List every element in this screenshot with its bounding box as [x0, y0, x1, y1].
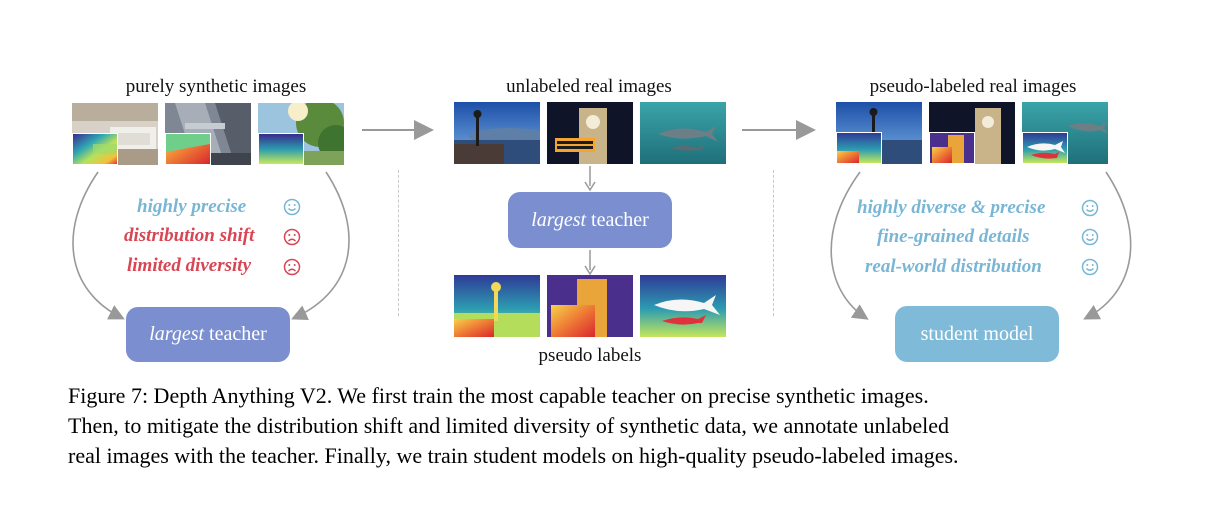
labeled-image-lake [836, 102, 922, 164]
synthetic-image-room [72, 103, 158, 165]
synthetic-image-industrial [165, 103, 251, 165]
down-arrow-to-labels [584, 250, 596, 276]
down-arrow-to-teacher [584, 166, 596, 192]
student-model-box: student model [895, 306, 1059, 362]
labeled-image-underwater [1022, 102, 1108, 164]
property-distribution-shift: distribution shift [124, 225, 255, 246]
caption-line-1: Figure 7: Depth Anything V2. We first tr… [68, 383, 929, 408]
labeled-depth-inset-clocktower [929, 132, 975, 164]
largest-teacher-box-center: largest teacher [508, 192, 672, 248]
labeled-image-clocktower [929, 102, 1015, 164]
synthetic-image-trees [258, 103, 344, 165]
curve-left-panel3 [830, 171, 869, 320]
teacher-label: teacher [591, 208, 649, 231]
smile-icon [283, 198, 301, 216]
curve-right-panel1 [291, 171, 350, 321]
curve-right-panel3 [1083, 171, 1132, 320]
pseudo-labels-caption: pseudo labels [538, 345, 642, 366]
synthetic-images-heading: purely synthetic images [125, 76, 307, 97]
property-highly-precise: highly precise [137, 196, 247, 217]
smile-icon [1081, 228, 1099, 246]
caption-line-3: real images with the teacher. Finally, w… [68, 443, 959, 468]
dashed-divider-right [773, 170, 774, 316]
synthetic-depth-inset-room [72, 133, 118, 165]
labeled-depth-inset-lake [836, 132, 882, 164]
figure-caption: Figure 7: Depth Anything V2. We first tr… [68, 381, 1148, 471]
frown-icon [283, 228, 301, 246]
frown-icon [283, 258, 301, 276]
smile-icon [1081, 199, 1099, 217]
smile-icon [1081, 258, 1099, 276]
student-model-label: student model [920, 322, 1034, 345]
pseudo-label-lake [454, 275, 540, 337]
real-image-clocktower [547, 102, 633, 164]
property-fine-grained-details: fine-grained details [877, 226, 1030, 247]
caption-line-2: Then, to mitigate the distribution shift… [68, 413, 950, 438]
labeled-depth-inset-underwater [1022, 132, 1068, 164]
synthetic-depth-inset-trees [258, 133, 304, 165]
property-limited-diversity: limited diversity [127, 255, 252, 276]
teacher-emphasis: largest [149, 323, 205, 345]
real-image-underwater [640, 102, 726, 164]
property-real-world-distribution: real-world distribution [865, 256, 1042, 277]
unlabeled-images-heading: unlabeled real images [506, 76, 672, 97]
curve-left-panel1 [72, 171, 125, 320]
real-image-lake [454, 102, 540, 164]
synthetic-depth-inset-industrial [165, 133, 211, 165]
property-highly-diverse-precise: highly diverse & precise [857, 197, 1046, 218]
teacher-emphasis: largest [531, 208, 587, 231]
largest-teacher-box-left: largest teacher [126, 307, 290, 362]
pseudo-label-underwater [640, 275, 726, 337]
pseudo-labeled-images-heading: pseudo-labeled real images [869, 76, 1077, 97]
pseudo-label-clocktower [547, 275, 633, 337]
teacher-label: teacher [209, 323, 267, 345]
dashed-divider-left [398, 170, 399, 316]
connectors [72, 120, 1132, 321]
